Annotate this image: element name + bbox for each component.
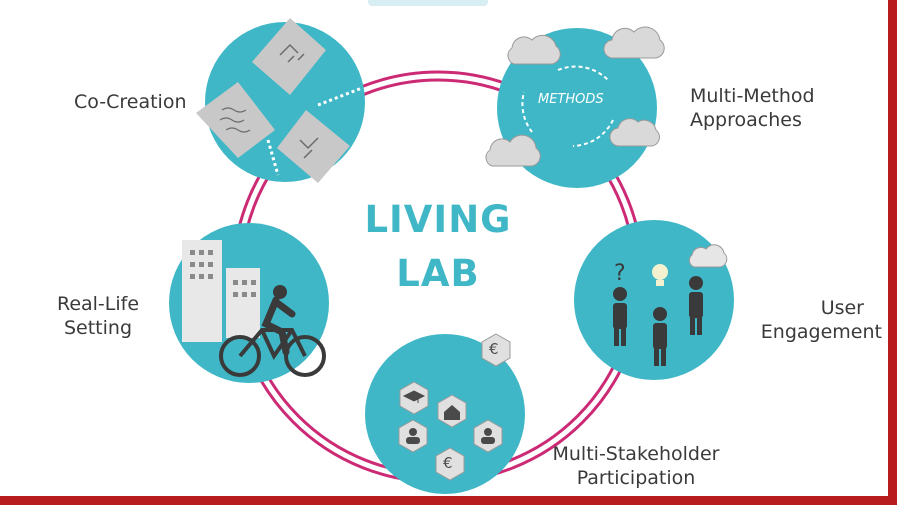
center-title-line2: LAB <box>396 252 480 295</box>
center-title-line1: LIVING <box>364 198 512 241</box>
label-real-life-line1: Real-Life <box>56 293 140 315</box>
label-co-creation: Co-Creation <box>74 90 187 114</box>
people-ideas-icon: ? <box>613 244 728 366</box>
label-user-engagement-line1: User <box>820 297 864 319</box>
multi-stakeholder-node <box>365 333 525 494</box>
label-multi-method-line1: Multi-Method <box>690 85 815 107</box>
svg-text:?: ? <box>614 261 626 286</box>
hexagon-stakeholders-icon <box>398 333 511 481</box>
methods-clouds-icon <box>485 26 665 167</box>
label-multi-stakeholder-line1: Multi-Stakeholder <box>552 443 720 465</box>
blueprint-papers-icon <box>196 18 363 183</box>
label-multi-stakeholder-line2: Participation <box>576 467 696 489</box>
real-life-node <box>169 223 329 383</box>
label-multi-stakeholder: Multi-Stakeholder Participation <box>536 442 736 490</box>
label-multi-method: Multi-Method Approaches <box>690 84 815 132</box>
right-frame-bar <box>888 0 897 505</box>
label-real-life-line2: Setting <box>63 317 133 339</box>
top-box-fragment <box>368 0 488 6</box>
label-real-life: Real-Life Setting <box>42 292 154 340</box>
label-co-creation-line1: Co-Creation <box>74 91 187 113</box>
co-creation-node <box>196 18 365 183</box>
label-user-engagement-line2: Engagement <box>760 321 882 343</box>
multi-method-node <box>485 26 665 188</box>
label-multi-method-line2: Approaches <box>690 109 802 131</box>
euro-symbol-bottom: € <box>443 454 453 472</box>
label-user-engagement: User Engagement <box>748 296 882 344</box>
city-bicycle-icon <box>182 240 326 377</box>
euro-symbol-top: € <box>489 340 499 358</box>
methods-text: METHODS <box>538 92 604 107</box>
bottom-frame-bar <box>0 496 897 505</box>
user-engagement-node: ? <box>574 220 734 380</box>
